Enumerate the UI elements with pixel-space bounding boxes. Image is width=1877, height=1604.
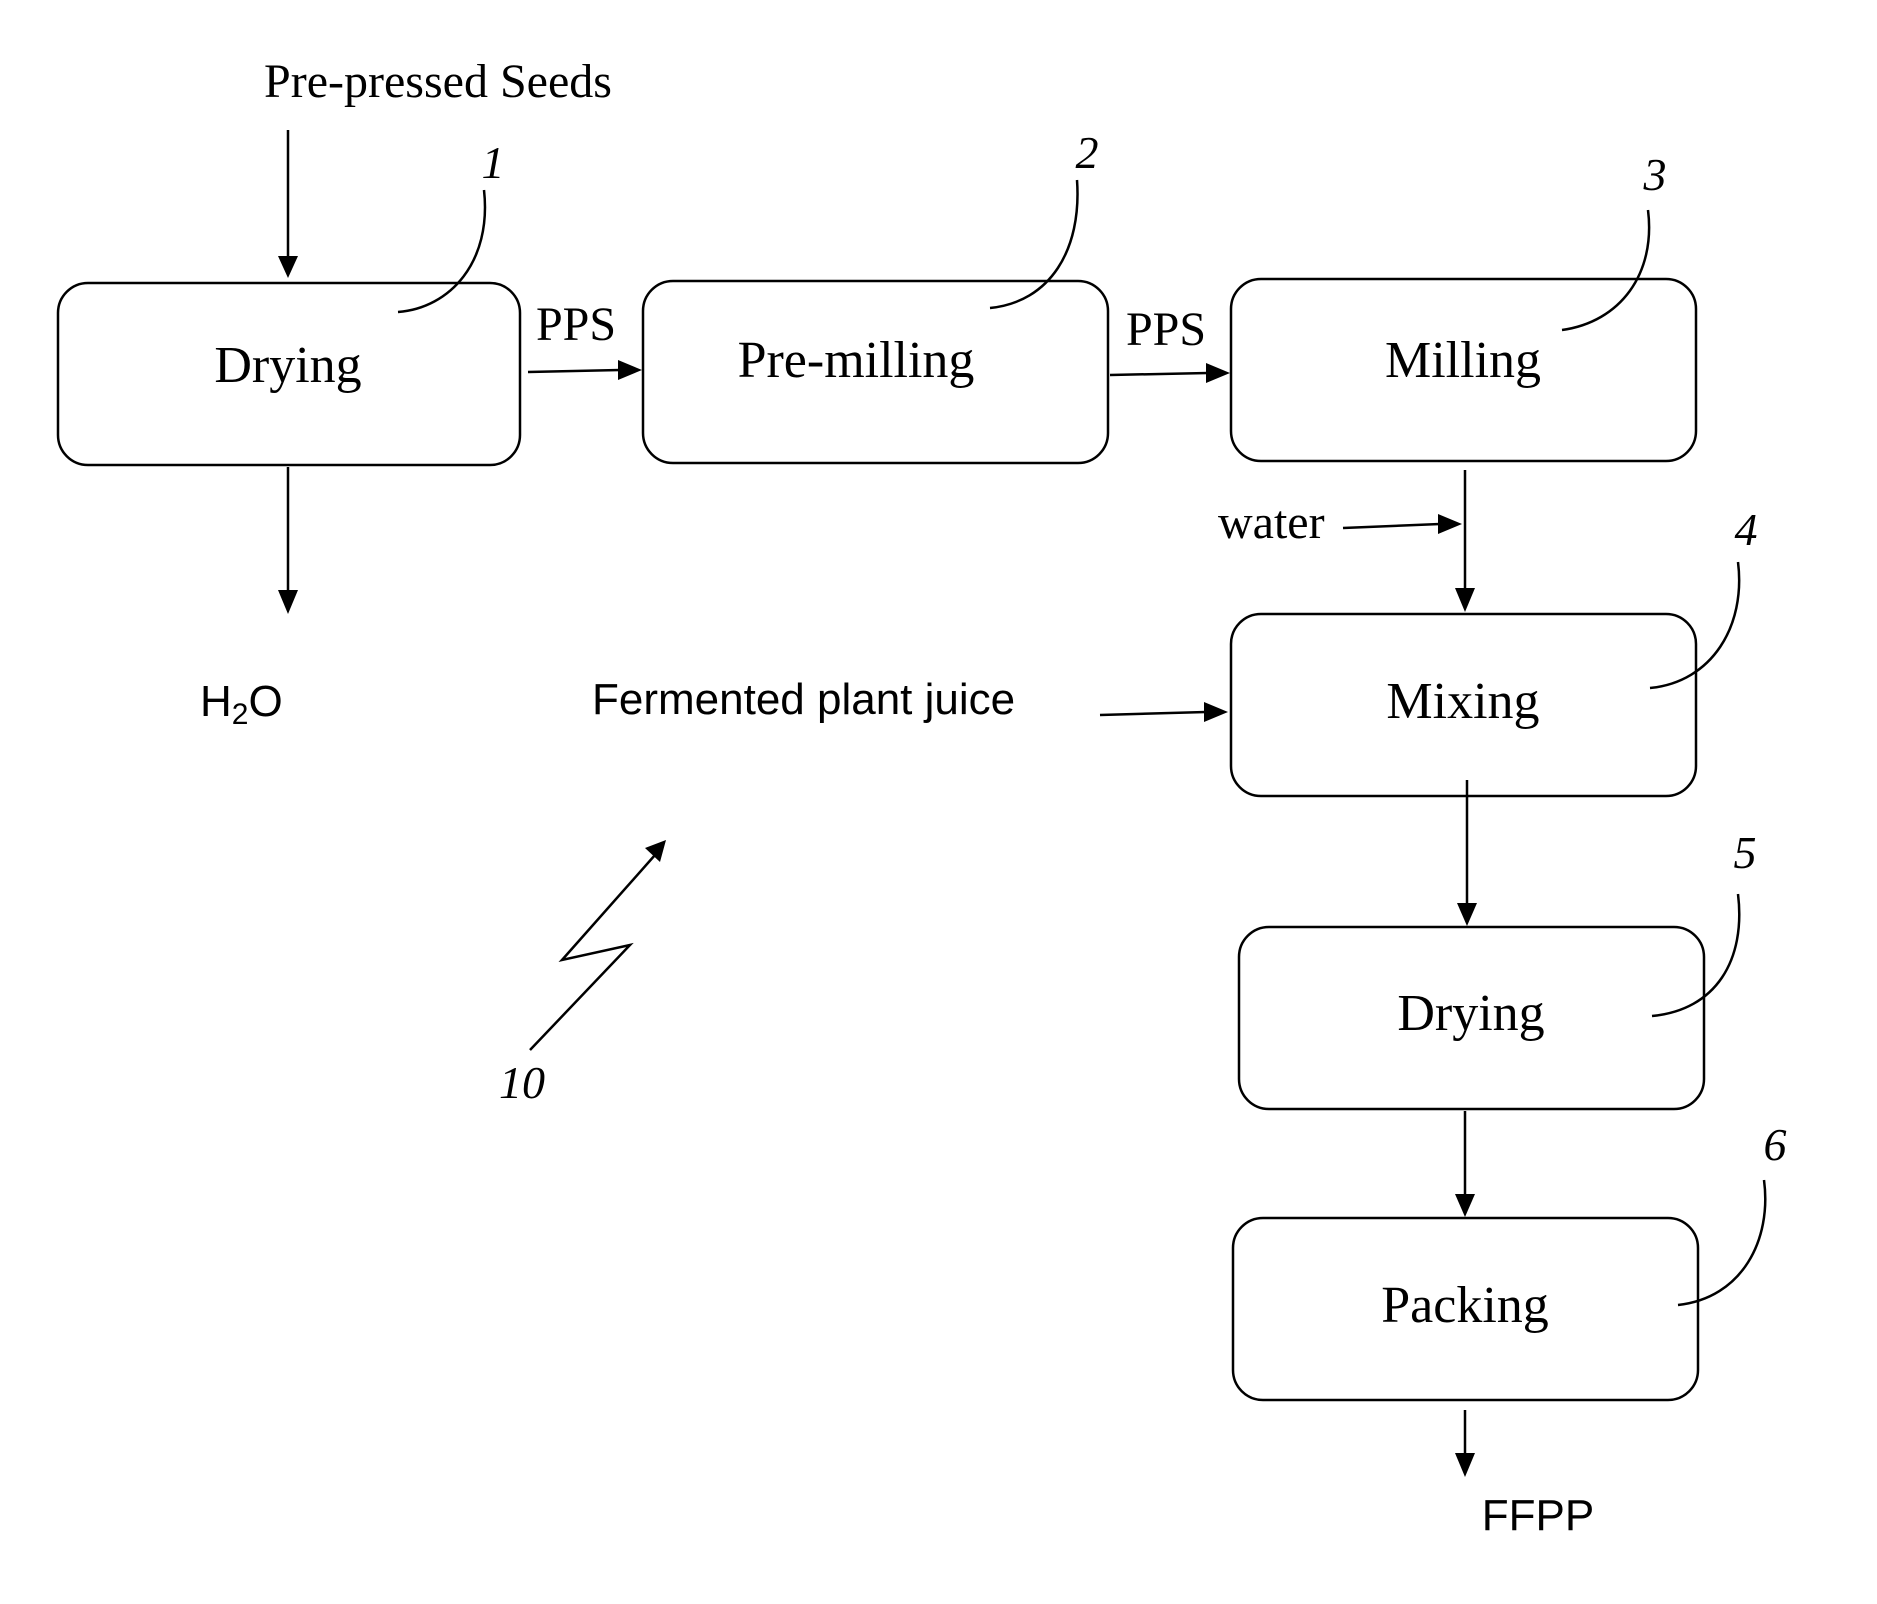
pps-label-2: PPS: [1126, 303, 1206, 356]
arrow-drying-to-water-out: [278, 467, 298, 614]
step-label-1: Drying: [214, 337, 361, 394]
figure-reference-10: 10: [499, 840, 666, 1108]
h2o-end: O: [248, 677, 282, 726]
arrow-mixing-to-drying: [1457, 780, 1477, 926]
arrow-drying-to-premilling: PPS: [528, 298, 642, 380]
ref-number-6: 6: [1764, 1119, 1787, 1170]
step-box-2: Pre-milling: [643, 281, 1108, 463]
fermented-label: Fermented plant juice: [592, 675, 1015, 724]
input-arrow: [278, 130, 298, 278]
arrow-fermented-to-mixing: [1100, 702, 1228, 722]
step-box-3: Milling: [1231, 279, 1696, 461]
arrow-drying-to-packing: [1455, 1111, 1475, 1217]
step-label-2: Pre-milling: [738, 332, 975, 389]
h2o-label: H2O: [200, 677, 283, 731]
ref-number-5: 5: [1734, 827, 1757, 878]
step-label-4: Mixing: [1386, 673, 1539, 730]
output-label: FFPP: [1482, 1491, 1594, 1540]
arrow-packing-to-output: [1455, 1410, 1475, 1477]
arrow-premilling-to-milling: PPS: [1110, 303, 1230, 383]
step-box-1: Drying: [58, 283, 520, 465]
h2o-main: H: [200, 677, 232, 726]
step-label-6: Packing: [1381, 1277, 1549, 1334]
step-box-6: Packing: [1233, 1218, 1698, 1400]
water-label: water: [1218, 496, 1325, 549]
ref-number-3: 3: [1643, 149, 1667, 200]
step-box-5: Drying: [1239, 927, 1704, 1109]
ref-number-1: 1: [482, 137, 505, 188]
arrow-water-in: water: [1218, 496, 1462, 549]
ref-number-2: 2: [1076, 127, 1099, 178]
step-box-4: Mixing: [1231, 614, 1696, 796]
step-label-3: Milling: [1385, 332, 1541, 389]
step-label-5: Drying: [1397, 985, 1544, 1042]
figure-ref-number: 10: [499, 1057, 545, 1108]
ref-number-4: 4: [1735, 504, 1758, 555]
arrow-milling-to-mixing: [1455, 470, 1475, 612]
h2o-subscript: 2: [232, 698, 249, 731]
input-label: Pre-pressed Seeds: [264, 55, 612, 108]
pps-label-1: PPS: [536, 298, 616, 351]
